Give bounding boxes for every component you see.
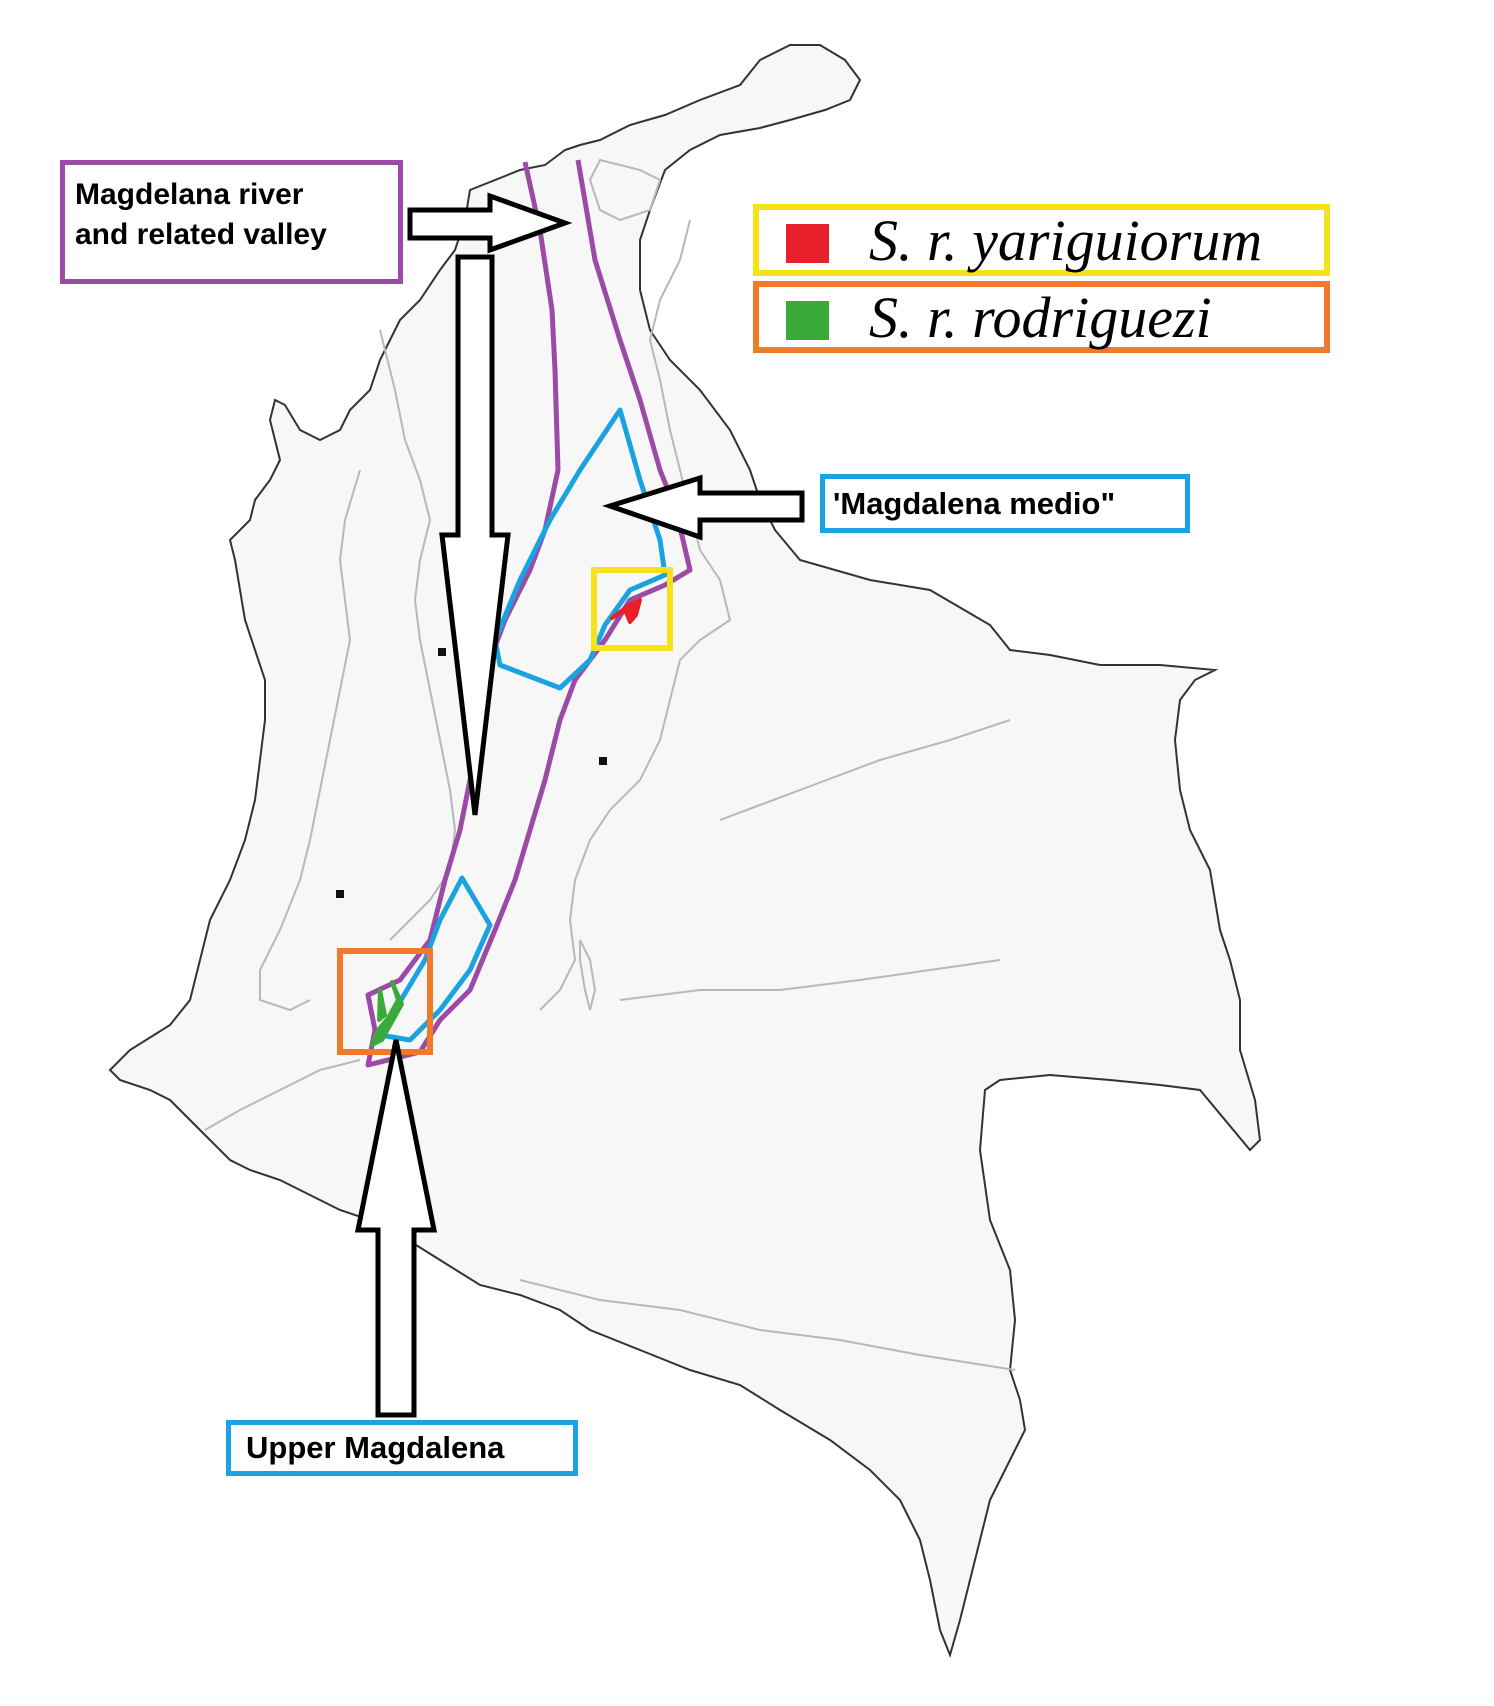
magdalena-medio-label: 'Magdalena medio" — [820, 474, 1190, 533]
yariguiorum-region-box — [591, 567, 673, 651]
contour-lines — [204, 158, 1016, 1371]
magdalena-river-label: Magdelana river and related valley — [60, 160, 403, 284]
river-label-line2: and related valley — [75, 218, 327, 251]
legend-label-rodriguezi: S. r. rodriguezi — [869, 285, 1212, 350]
legend-item-rodriguezi: S. r. rodriguezi — [753, 281, 1330, 353]
yariguiorum-marker — [610, 598, 642, 624]
city-marker — [336, 890, 344, 898]
arrow-to-medio[interactable] — [601, 474, 805, 541]
upper-magdalena-label: Upper Magdalena — [226, 1420, 578, 1476]
arrow-to-river[interactable] — [407, 192, 573, 254]
legend-label-yariguiorum: S. r. yariguiorum — [869, 208, 1263, 273]
country-outline — [108, 44, 1262, 1659]
rodriguezi-marker — [370, 980, 404, 1047]
legend-swatch-red — [786, 224, 829, 263]
magdalena-medio-outline — [492, 407, 668, 691]
arrow-down-valley[interactable] — [439, 254, 511, 816]
rodriguezi-region-box — [337, 948, 433, 1055]
upper-magdalena-outline — [377, 875, 493, 1043]
river-label-line1: Magdelana river — [75, 178, 304, 211]
city-marker — [438, 648, 446, 656]
legend-item-yariguiorum: S. r. yariguiorum — [753, 204, 1330, 276]
city-marker — [599, 757, 607, 765]
legend-swatch-green — [786, 301, 829, 340]
arrow-to-upper[interactable] — [354, 1039, 438, 1418]
